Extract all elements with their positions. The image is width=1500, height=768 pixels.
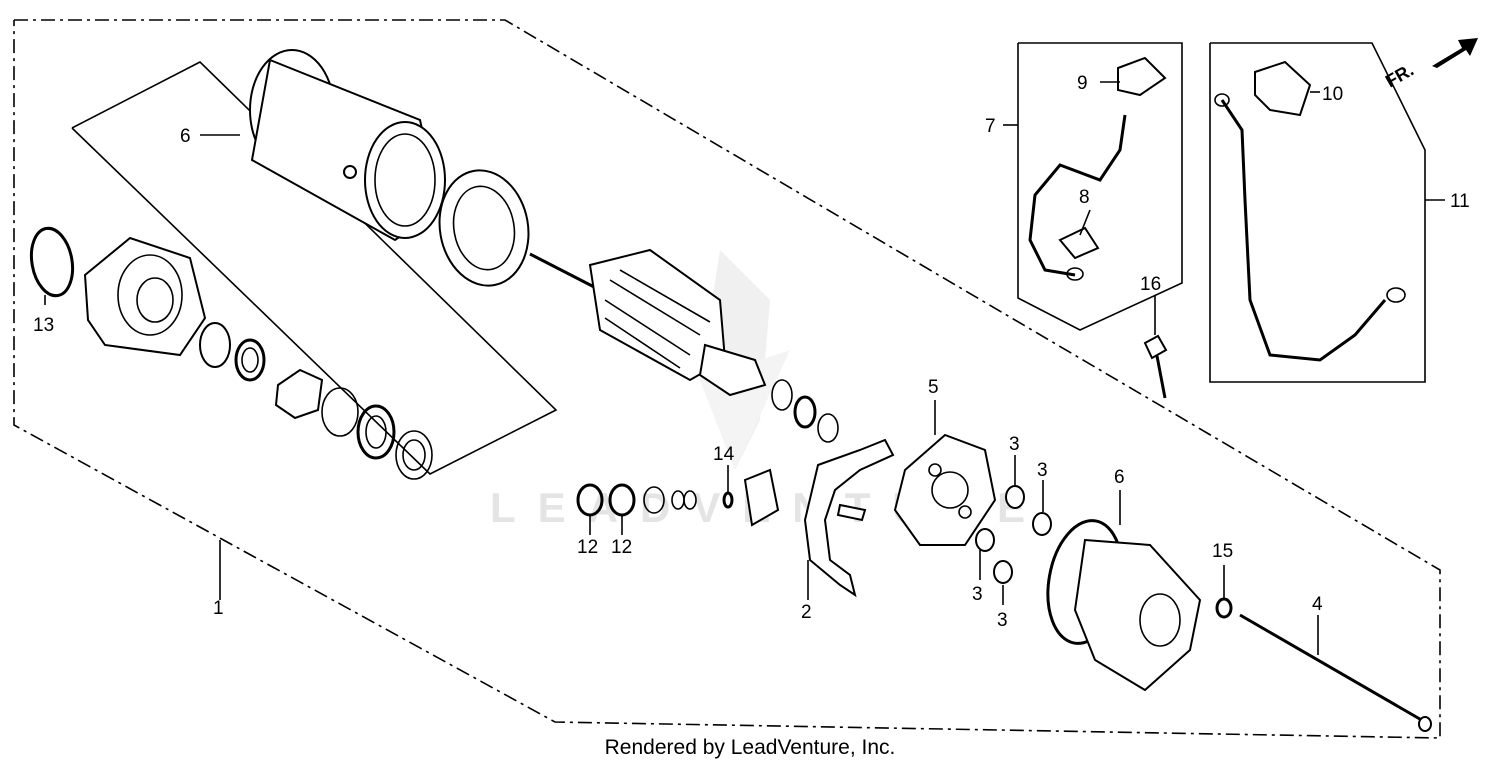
needle-bearing [199, 322, 266, 382]
callout-3-b: 3 [1037, 460, 1048, 481]
front-cover [83, 236, 207, 357]
front-direction-label: FR. [1382, 60, 1417, 92]
callout-8: 8 [1079, 187, 1090, 208]
callout-1: 1 [213, 598, 224, 619]
callout-3-a: 3 [1009, 434, 1020, 455]
starter-cable-box [1209, 42, 1426, 383]
callout-15: 15 [1212, 541, 1233, 562]
front-direction-indicator: FR. [1382, 38, 1478, 91]
yoke-housing [249, 49, 446, 242]
callout-6-yoke: 6 [180, 126, 191, 147]
cable-11 [1214, 93, 1406, 362]
front-arrow-icon [1432, 38, 1478, 68]
bolt-16 [1143, 334, 1168, 399]
terminal-8 [1058, 226, 1100, 260]
terminal-cable-box [1017, 42, 1183, 331]
o-ring-13 [29, 226, 75, 298]
callout-2: 2 [801, 602, 812, 623]
callout-16: 16 [1140, 274, 1161, 295]
callout-13: 13 [33, 315, 54, 336]
through-bolt [1239, 613, 1432, 732]
terminal-cover-10 [1254, 60, 1312, 117]
callout-10: 10 [1322, 84, 1343, 105]
callout-9: 9 [1077, 73, 1088, 94]
thrust-washers [771, 379, 839, 443]
brush-plate [803, 438, 895, 598]
callout-11: 11 [1450, 191, 1470, 212]
callout-6-rear-cover: 6 [1114, 467, 1125, 488]
footer-credit: Rendered by LeadVenture, Inc. [604, 736, 896, 759]
callout-3-c: 3 [972, 584, 983, 605]
brush-holder [893, 433, 997, 546]
terminal-cover-9 [1117, 56, 1167, 97]
brush-12 [743, 468, 780, 527]
brush-springs [975, 485, 1052, 584]
callout-12-first: 12 [577, 537, 598, 558]
callout-5: 5 [928, 377, 939, 398]
nut-15 [1215, 597, 1233, 619]
assembly-boundary [13, 19, 1441, 739]
callout-3-d: 3 [997, 610, 1008, 631]
washer-set [274, 368, 433, 480]
callout-12-second: 12 [611, 537, 632, 558]
cable-7 [1028, 114, 1127, 281]
callout-4: 4 [1312, 594, 1323, 615]
leader-lines [44, 81, 1445, 655]
magnet-ring [438, 169, 530, 287]
yoke-subgroup-boundary [71, 61, 558, 475]
armature [529, 248, 767, 397]
callout-7: 7 [985, 116, 996, 137]
callout-14: 14 [713, 444, 735, 465]
rear-cover [1046, 519, 1202, 692]
